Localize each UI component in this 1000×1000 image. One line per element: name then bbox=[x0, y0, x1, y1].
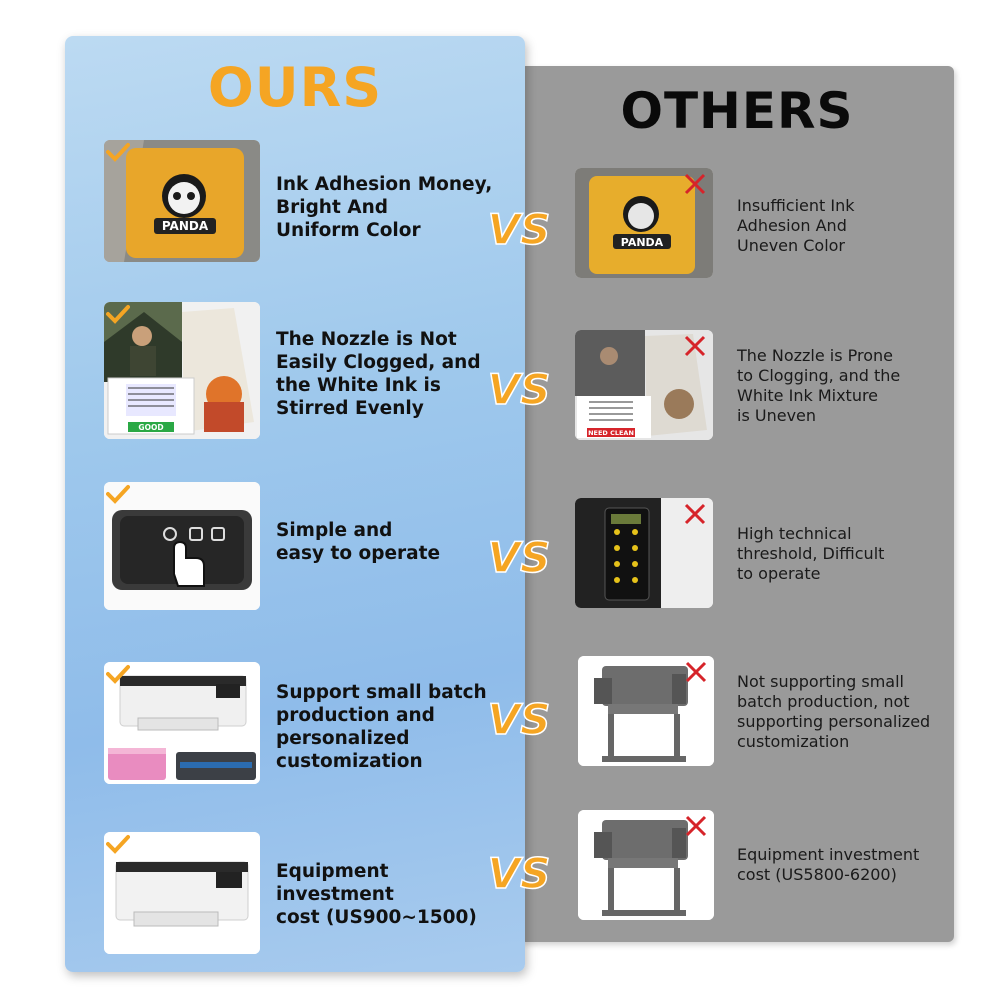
svg-text:GOOD: GOOD bbox=[138, 423, 163, 432]
svg-text:VS: VS bbox=[489, 205, 549, 254]
ours-image-nozzle: GOOD bbox=[104, 302, 260, 439]
others-image-pillow: PANDA bbox=[575, 168, 713, 278]
vs-badge-5: VS bbox=[487, 844, 551, 900]
check-icon bbox=[106, 485, 130, 504]
ours-image-printers bbox=[104, 662, 260, 784]
others-text-1: Insufficient Ink Adhesion And Uneven Col… bbox=[737, 196, 855, 255]
ours-title: OURS bbox=[207, 56, 383, 119]
svg-text:NEED CLEAN: NEED CLEAN bbox=[588, 429, 634, 437]
svg-text:VS: VS bbox=[489, 533, 549, 582]
others-text-3: High technical threshold, Difficult to o… bbox=[737, 524, 885, 583]
svg-text:VS: VS bbox=[489, 365, 549, 414]
panda-logo-text: PANDA bbox=[162, 219, 209, 233]
ours-text-2: The Nozzle is Not Easily Clogged, and th… bbox=[276, 329, 481, 419]
ours-text-3: Simple and easy to operate bbox=[276, 520, 441, 564]
cross-icon bbox=[684, 503, 706, 525]
cross-icon bbox=[685, 661, 707, 683]
vs-badge-1: VS bbox=[487, 200, 551, 256]
check-icon bbox=[106, 665, 130, 684]
others-image-large-printer-2 bbox=[578, 810, 714, 920]
check-icon bbox=[106, 143, 130, 162]
check-icon bbox=[106, 835, 130, 854]
others-text-4: Not supporting small batch production, n… bbox=[737, 672, 931, 751]
ours-text-1: Ink Adhesion Money, Bright And Uniform C… bbox=[276, 174, 493, 241]
cross-icon bbox=[684, 335, 706, 357]
others-text-2: The Nozzle is Prone to Clogging, and the… bbox=[737, 346, 901, 425]
ours-image-printer bbox=[104, 832, 260, 954]
cross-icon bbox=[685, 815, 707, 837]
others-text-5: Equipment investment cost (US5800-6200) bbox=[737, 845, 920, 884]
ours-text-5: Equipment investment cost (US900~1500) bbox=[276, 861, 477, 928]
cross-icon bbox=[684, 173, 706, 195]
vs-badge-4: VS bbox=[487, 690, 551, 746]
ours-text-4: Support small batch production and perso… bbox=[276, 682, 487, 772]
others-image-nozzle: NEED CLEAN bbox=[575, 330, 713, 440]
others-title: OTHERS bbox=[620, 82, 854, 140]
vs-badge-2: VS bbox=[487, 360, 551, 416]
panda-logo-text: PANDA bbox=[621, 236, 664, 249]
check-icon bbox=[106, 305, 130, 324]
svg-text:VS: VS bbox=[489, 849, 549, 898]
others-image-panel bbox=[575, 498, 713, 608]
vs-badge-3: VS bbox=[487, 528, 551, 584]
ours-image-panel bbox=[104, 482, 260, 610]
svg-text:VS: VS bbox=[489, 695, 549, 744]
ours-image-pillow: PANDA bbox=[104, 140, 260, 262]
others-image-large-printer bbox=[578, 656, 714, 766]
